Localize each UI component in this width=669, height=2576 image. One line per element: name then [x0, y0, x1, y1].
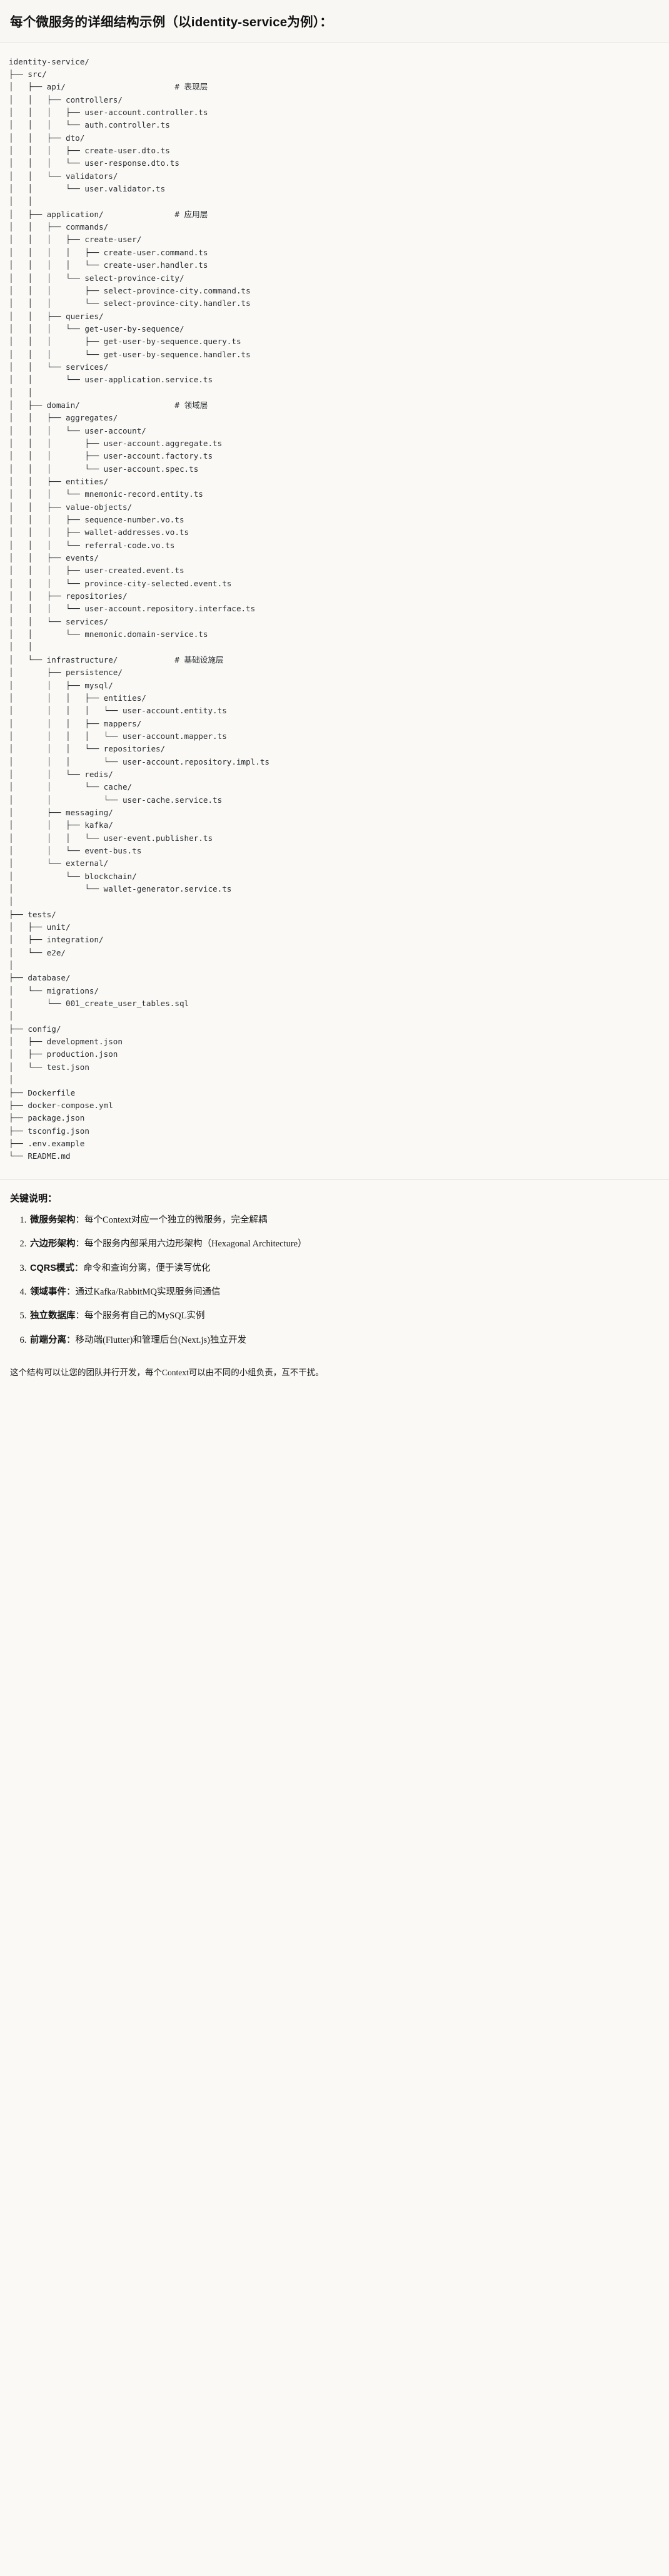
- directory-tree: identity-service/ ├── src/ │ ├── api/ # …: [9, 56, 270, 1161]
- key-point-desc: 移动端(Flutter)和管理后台(Next.js)独立开发: [75, 1335, 246, 1345]
- key-points-heading: 关键说明：: [10, 1193, 58, 1204]
- page-title-block: 每个微服务的详细结构示例（以identity-service为例）：: [0, 0, 669, 43]
- key-point-desc: 每个服务有自己的MySQL实例: [84, 1311, 205, 1321]
- page-title: 每个微服务的详细结构示例（以identity-service为例）：: [10, 15, 333, 29]
- key-point-term: 前端分离: [30, 1335, 66, 1345]
- key-point-term: 六边形架构: [30, 1239, 76, 1250]
- list-item: 微服务架构：每个Context对应一个独立的微服务，完全解耦: [29, 1213, 659, 1227]
- directory-tree-block: identity-service/ ├── src/ │ ├── api/ # …: [0, 43, 669, 1173]
- key-points-list: 微服务架构：每个Context对应一个独立的微服务，完全解耦 六边形架构：每个服…: [10, 1213, 659, 1348]
- key-point-term: CQRS模式: [30, 1263, 74, 1273]
- closing-note: 这个结构可以让您的团队并行开发，每个Context可以由不同的小组负责，互不干扰…: [10, 1368, 324, 1378]
- key-point-separator: ：: [75, 1311, 85, 1321]
- list-item: 独立数据库：每个服务有自己的MySQL实例: [29, 1309, 659, 1323]
- page-root: 每个微服务的详细结构示例（以identity-service为例）： ident…: [0, 0, 669, 1391]
- list-item: CQRS模式：命令和查询分离，便于读写优化: [29, 1261, 659, 1275]
- key-point-desc: 命令和查询分离，便于读写优化: [83, 1263, 211, 1273]
- key-point-desc: 每个Context对应一个独立的微服务，完全解耦: [84, 1214, 268, 1225]
- key-point-separator: ：: [74, 1263, 84, 1273]
- key-point-separator: ：: [66, 1286, 76, 1297]
- key-point-desc: 每个服务内部采用六边形架构（Hexagonal Architecture）: [84, 1239, 307, 1250]
- key-point-term: 独立数据库: [30, 1311, 76, 1321]
- section-divider: [0, 1179, 669, 1180]
- key-points-block: 关键说明： 微服务架构：每个Context对应一个独立的微服务，完全解耦 六边形…: [0, 1180, 669, 1364]
- key-point-separator: ：: [66, 1335, 76, 1345]
- list-item: 六边形架构：每个服务内部采用六边形架构（Hexagonal Architectu…: [29, 1237, 659, 1251]
- key-point-term: 微服务架构: [30, 1214, 76, 1225]
- key-point-desc: 通过Kafka/RabbitMQ实现服务间通信: [75, 1286, 221, 1297]
- list-item: 前端分离：移动端(Flutter)和管理后台(Next.js)独立开发: [29, 1333, 659, 1347]
- key-point-separator: ：: [75, 1214, 85, 1225]
- key-point-term: 领域事件: [30, 1286, 66, 1297]
- key-point-separator: ：: [75, 1239, 85, 1250]
- list-item: 领域事件：通过Kafka/RabbitMQ实现服务间通信: [29, 1285, 659, 1299]
